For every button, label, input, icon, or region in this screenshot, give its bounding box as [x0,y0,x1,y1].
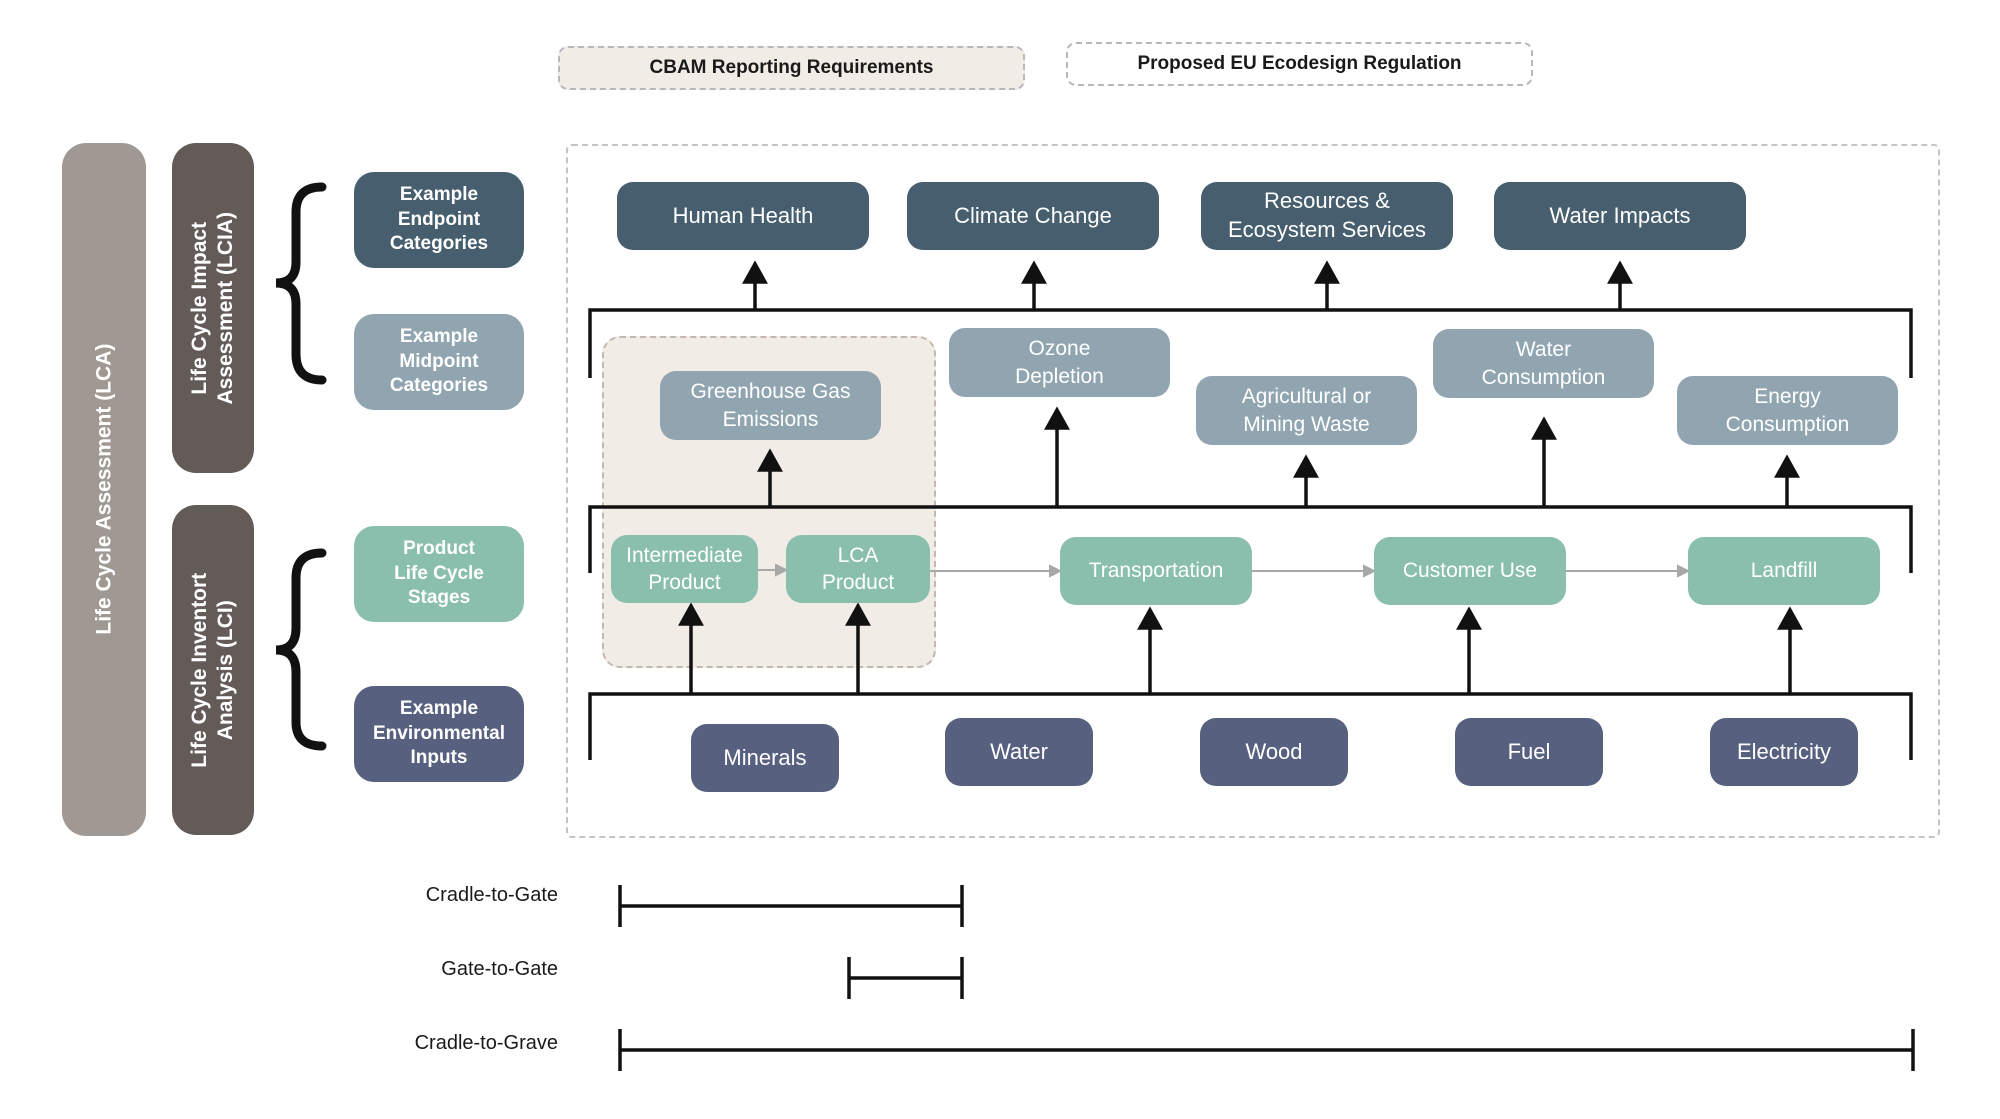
midpoint-ozone-line2: Depletion [1015,364,1104,388]
category-midpoint-line3: Categories [389,375,489,397]
category-endpoint-line1: Example [399,183,479,205]
category-stages-line1: Product [403,537,475,559]
stage-landfill-label: Landfill [1750,559,1818,583]
input-wood: Wood [1200,718,1348,786]
endpoint-human-health-label: Human Health [672,202,814,228]
category-midpoint: Example Midpoint Categories [354,314,524,410]
stage-transportation: Transportation [1060,537,1252,605]
midpoint-ghg-line1: Greenhouse Gas [690,380,851,404]
category-endpoint-line2: Endpoint [397,208,481,230]
endpoint-bracket [588,308,1913,378]
input-water-label: Water [990,738,1048,764]
midpoint-agricultural-waste: Agricultural or Mining Waste [1196,376,1417,445]
endpoint-resources: Resources & Ecosystem Services [1201,182,1453,250]
scope-cradle-to-gate-label: Cradle-to-Gate [425,884,558,906]
category-endpoint-line3: Categories [389,233,489,255]
midpoint-ghg: Greenhouse Gas Emissions [660,371,881,440]
midpoint-water-line1: Water [1515,338,1572,362]
cbam-legend: CBAM Reporting Requirements [558,46,1025,90]
midpoint-energy-line1: Energy [1754,385,1821,409]
input-electricity: Electricity [1710,718,1858,786]
ecodesign-legend: Proposed EU Ecodesign Regulation [1066,42,1533,86]
endpoint-water-impacts: Water Impacts [1494,182,1746,250]
endpoint-water-impacts-label: Water Impacts [1549,202,1691,228]
endpoint-climate-change-label: Climate Change [954,202,1112,228]
midpoint-ozone: Ozone Depletion [949,328,1170,397]
category-inputs: Example Environmental Inputs [354,686,524,782]
stage-intermediate-line2: Product [648,571,721,594]
midpoint-energy-consumption: Energy Consumption [1677,376,1898,445]
scope-cradle-to-grave-label: Cradle-to-Grave [414,1032,558,1054]
cbam-legend-label: CBAM Reporting Requirements [649,57,934,78]
input-wood-label: Wood [1245,738,1303,764]
endpoint-resources-line1: Resources & [1264,188,1390,214]
scope-gate-to-gate-label: Gate-to-Gate [441,958,558,980]
stage-lca-product: LCA Product [786,535,930,603]
lci-brace [275,548,327,751]
lcia-bar: Life Cycle Impact Assessment (LCIA) [172,143,254,473]
stage-lca-product-line1: LCA [837,543,879,567]
input-water: Water [945,718,1093,786]
input-bracket [588,692,1913,760]
midpoint-ghg-line2: Emissions [722,407,819,431]
lca-bar: Life Cycle Assessment (LCA) [62,143,146,836]
stage-intermediate-product: Intermediate Product [611,535,758,603]
ecodesign-legend-label: Proposed EU Ecodesign Regulation [1137,53,1462,74]
endpoint-human-health: Human Health [617,182,869,250]
input-fuel-label: Fuel [1507,738,1551,764]
endpoint-climate-change: Climate Change [907,182,1159,250]
category-endpoint: Example Endpoint Categories [354,172,524,268]
stage-customer-use: Customer Use [1374,537,1566,605]
ecodesign-scope-frame [566,144,1940,838]
lcia-brace [275,182,327,385]
input-fuel: Fuel [1455,718,1603,786]
input-minerals-label: Minerals [723,744,807,770]
stage-landfill: Landfill [1688,537,1880,605]
input-minerals: Minerals [691,724,839,792]
category-stages: Product Life Cycle Stages [354,526,524,622]
input-electricity-label: Electricity [1736,738,1832,764]
category-midpoint-line1: Example [399,325,479,347]
midpoint-agri-line1: Agricultural or [1241,385,1372,409]
category-stages-line3: Stages [407,587,471,609]
midpoint-bracket [588,505,1913,573]
stage-lca-product-line2: Product [821,571,895,594]
midpoint-ozone-line1: Ozone [1028,337,1091,361]
endpoint-resources-line2: Ecosystem Services [1227,217,1427,242]
midpoint-energy-line2: Consumption [1725,412,1850,436]
stage-transportation-label: Transportation [1088,559,1224,583]
category-stages-line2: Life Cycle [394,562,484,584]
category-inputs-line3: Inputs [410,747,468,769]
category-inputs-line2: Environmental [373,722,505,744]
category-inputs-line1: Example [399,697,479,719]
midpoint-agri-line2: Mining Waste [1243,412,1370,436]
lci-bar: Life Cycle Inventort Analysis (LCI) [172,505,254,835]
category-midpoint-line2: Midpoint [399,350,479,372]
stage-intermediate-line1: Intermediate [626,543,743,567]
midpoint-water-consumption: Water Consumption [1433,329,1654,398]
stage-customer-use-label: Customer Use [1402,559,1538,583]
midpoint-water-line2: Consumption [1481,365,1606,389]
